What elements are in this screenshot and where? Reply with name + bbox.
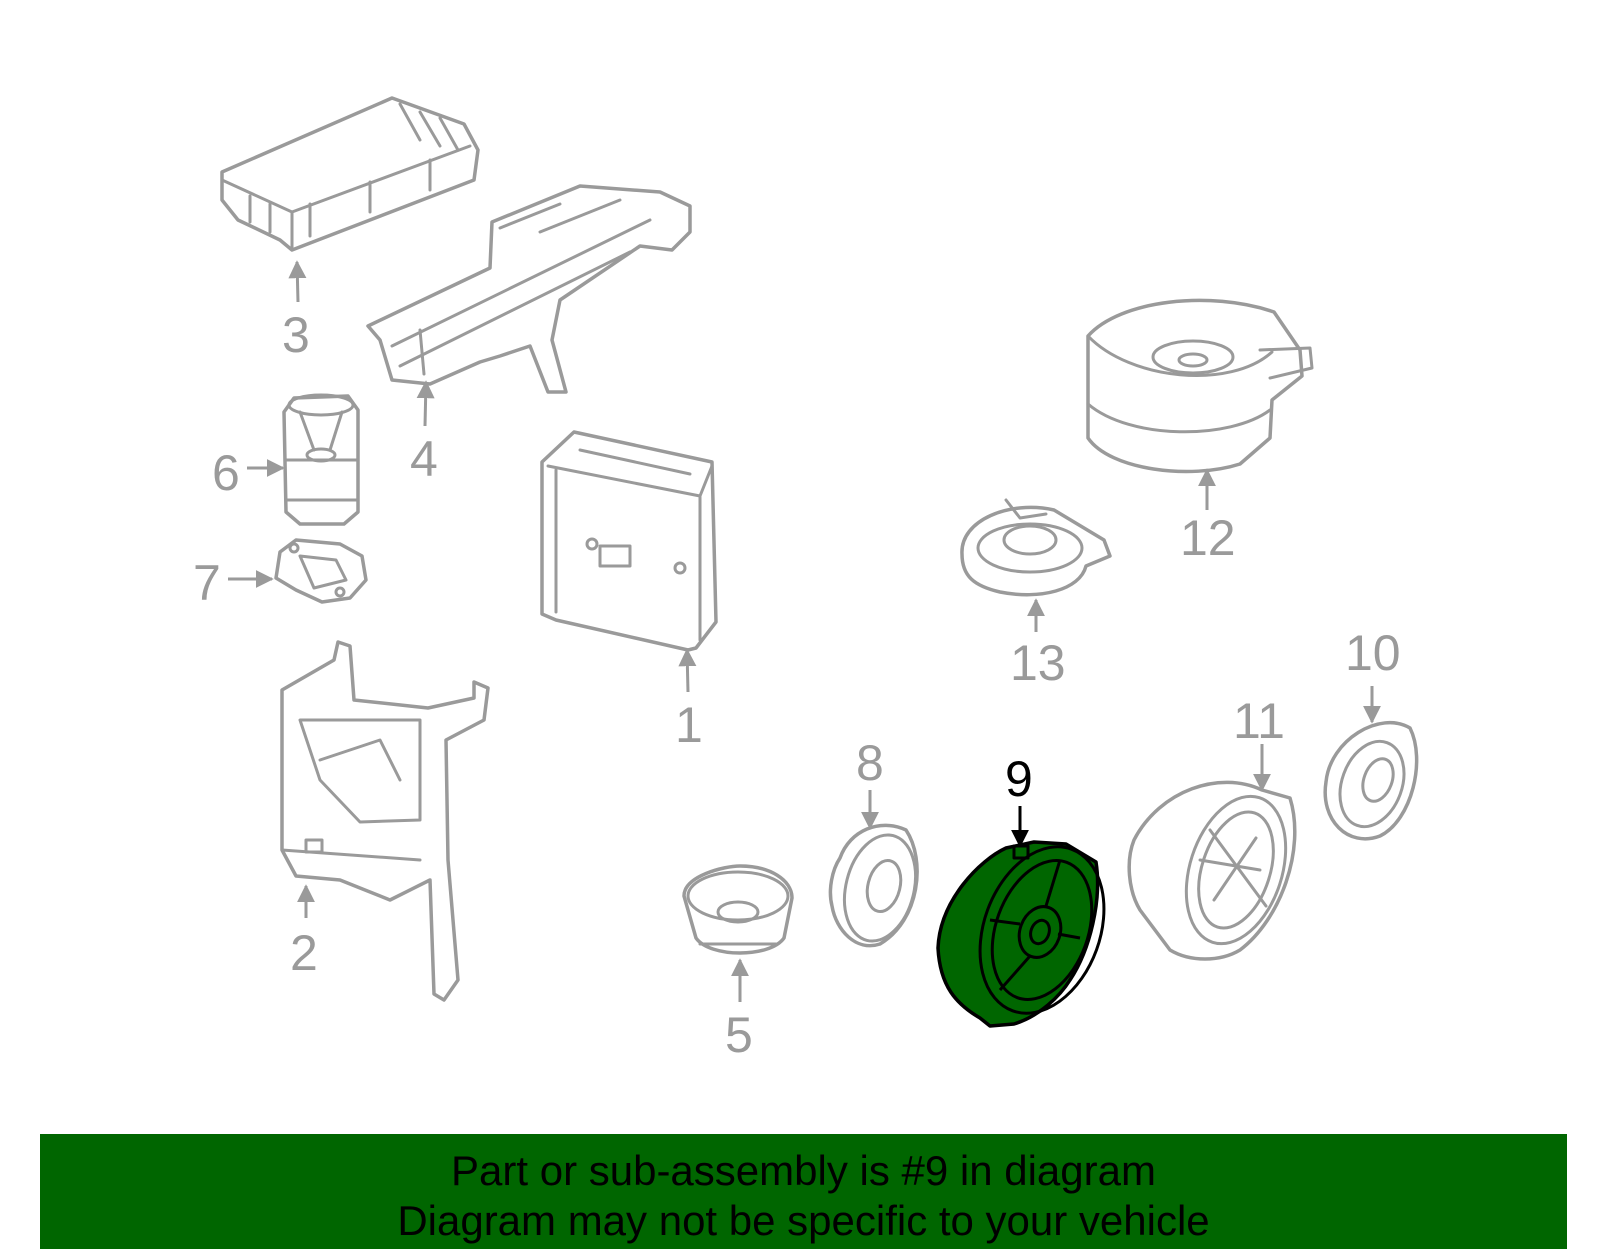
svg-text:2: 2 (290, 925, 318, 981)
part-7-plate[interactable] (274, 538, 368, 604)
part-12-subwoofer[interactable] (1086, 298, 1314, 474)
svg-text:8: 8 (856, 735, 884, 791)
part-1-control-unit[interactable] (540, 430, 718, 652)
part-4-bracket[interactable] (366, 184, 692, 394)
part-11-woofer[interactable] (1127, 780, 1303, 961)
svg-text:9: 9 (1005, 751, 1033, 807)
svg-text:3: 3 (282, 307, 310, 363)
callout-12: 12 (1180, 468, 1236, 566)
svg-text:5: 5 (725, 1007, 753, 1063)
callout-9: 9 (1005, 751, 1033, 848)
callout-2: 2 (290, 884, 318, 981)
info-banner: Part or sub-assembly is #9 in diagram Di… (40, 1134, 1567, 1249)
callout-11: 11 (1233, 693, 1285, 792)
part-8-speaker[interactable] (828, 823, 926, 948)
callout-3: 3 (282, 260, 310, 363)
svg-text:12: 12 (1180, 510, 1236, 566)
callout-5: 5 (725, 958, 753, 1063)
callout-10: 10 (1345, 625, 1401, 724)
svg-text:6: 6 (212, 445, 240, 501)
banner-line-1: Part or sub-assembly is #9 in diagram (451, 1147, 1156, 1194)
part-3-amplifier[interactable] (220, 96, 480, 252)
part-6-module[interactable] (282, 393, 360, 526)
part-13-speaker[interactable] (960, 498, 1112, 597)
callout-7: 7 (193, 555, 274, 611)
callout-8: 8 (856, 735, 884, 830)
callout-1: 1 (675, 648, 703, 753)
svg-text:13: 13 (1010, 635, 1066, 691)
part-9-speaker-highlighted[interactable] (936, 829, 1126, 1030)
callout-6: 6 (212, 445, 285, 501)
banner-line-2: Diagram may not be specific to your vehi… (397, 1197, 1210, 1244)
svg-text:4: 4 (410, 431, 438, 487)
svg-text:1: 1 (675, 697, 703, 753)
callout-4: 4 (410, 380, 438, 487)
callout-13: 13 (1010, 598, 1066, 691)
part-5-speaker[interactable] (682, 864, 794, 955)
part-2-panel[interactable] (280, 640, 490, 1002)
svg-text:10: 10 (1345, 625, 1401, 681)
part-10-speaker[interactable] (1323, 721, 1419, 841)
svg-text:11: 11 (1233, 693, 1285, 749)
svg-text:7: 7 (193, 555, 221, 611)
